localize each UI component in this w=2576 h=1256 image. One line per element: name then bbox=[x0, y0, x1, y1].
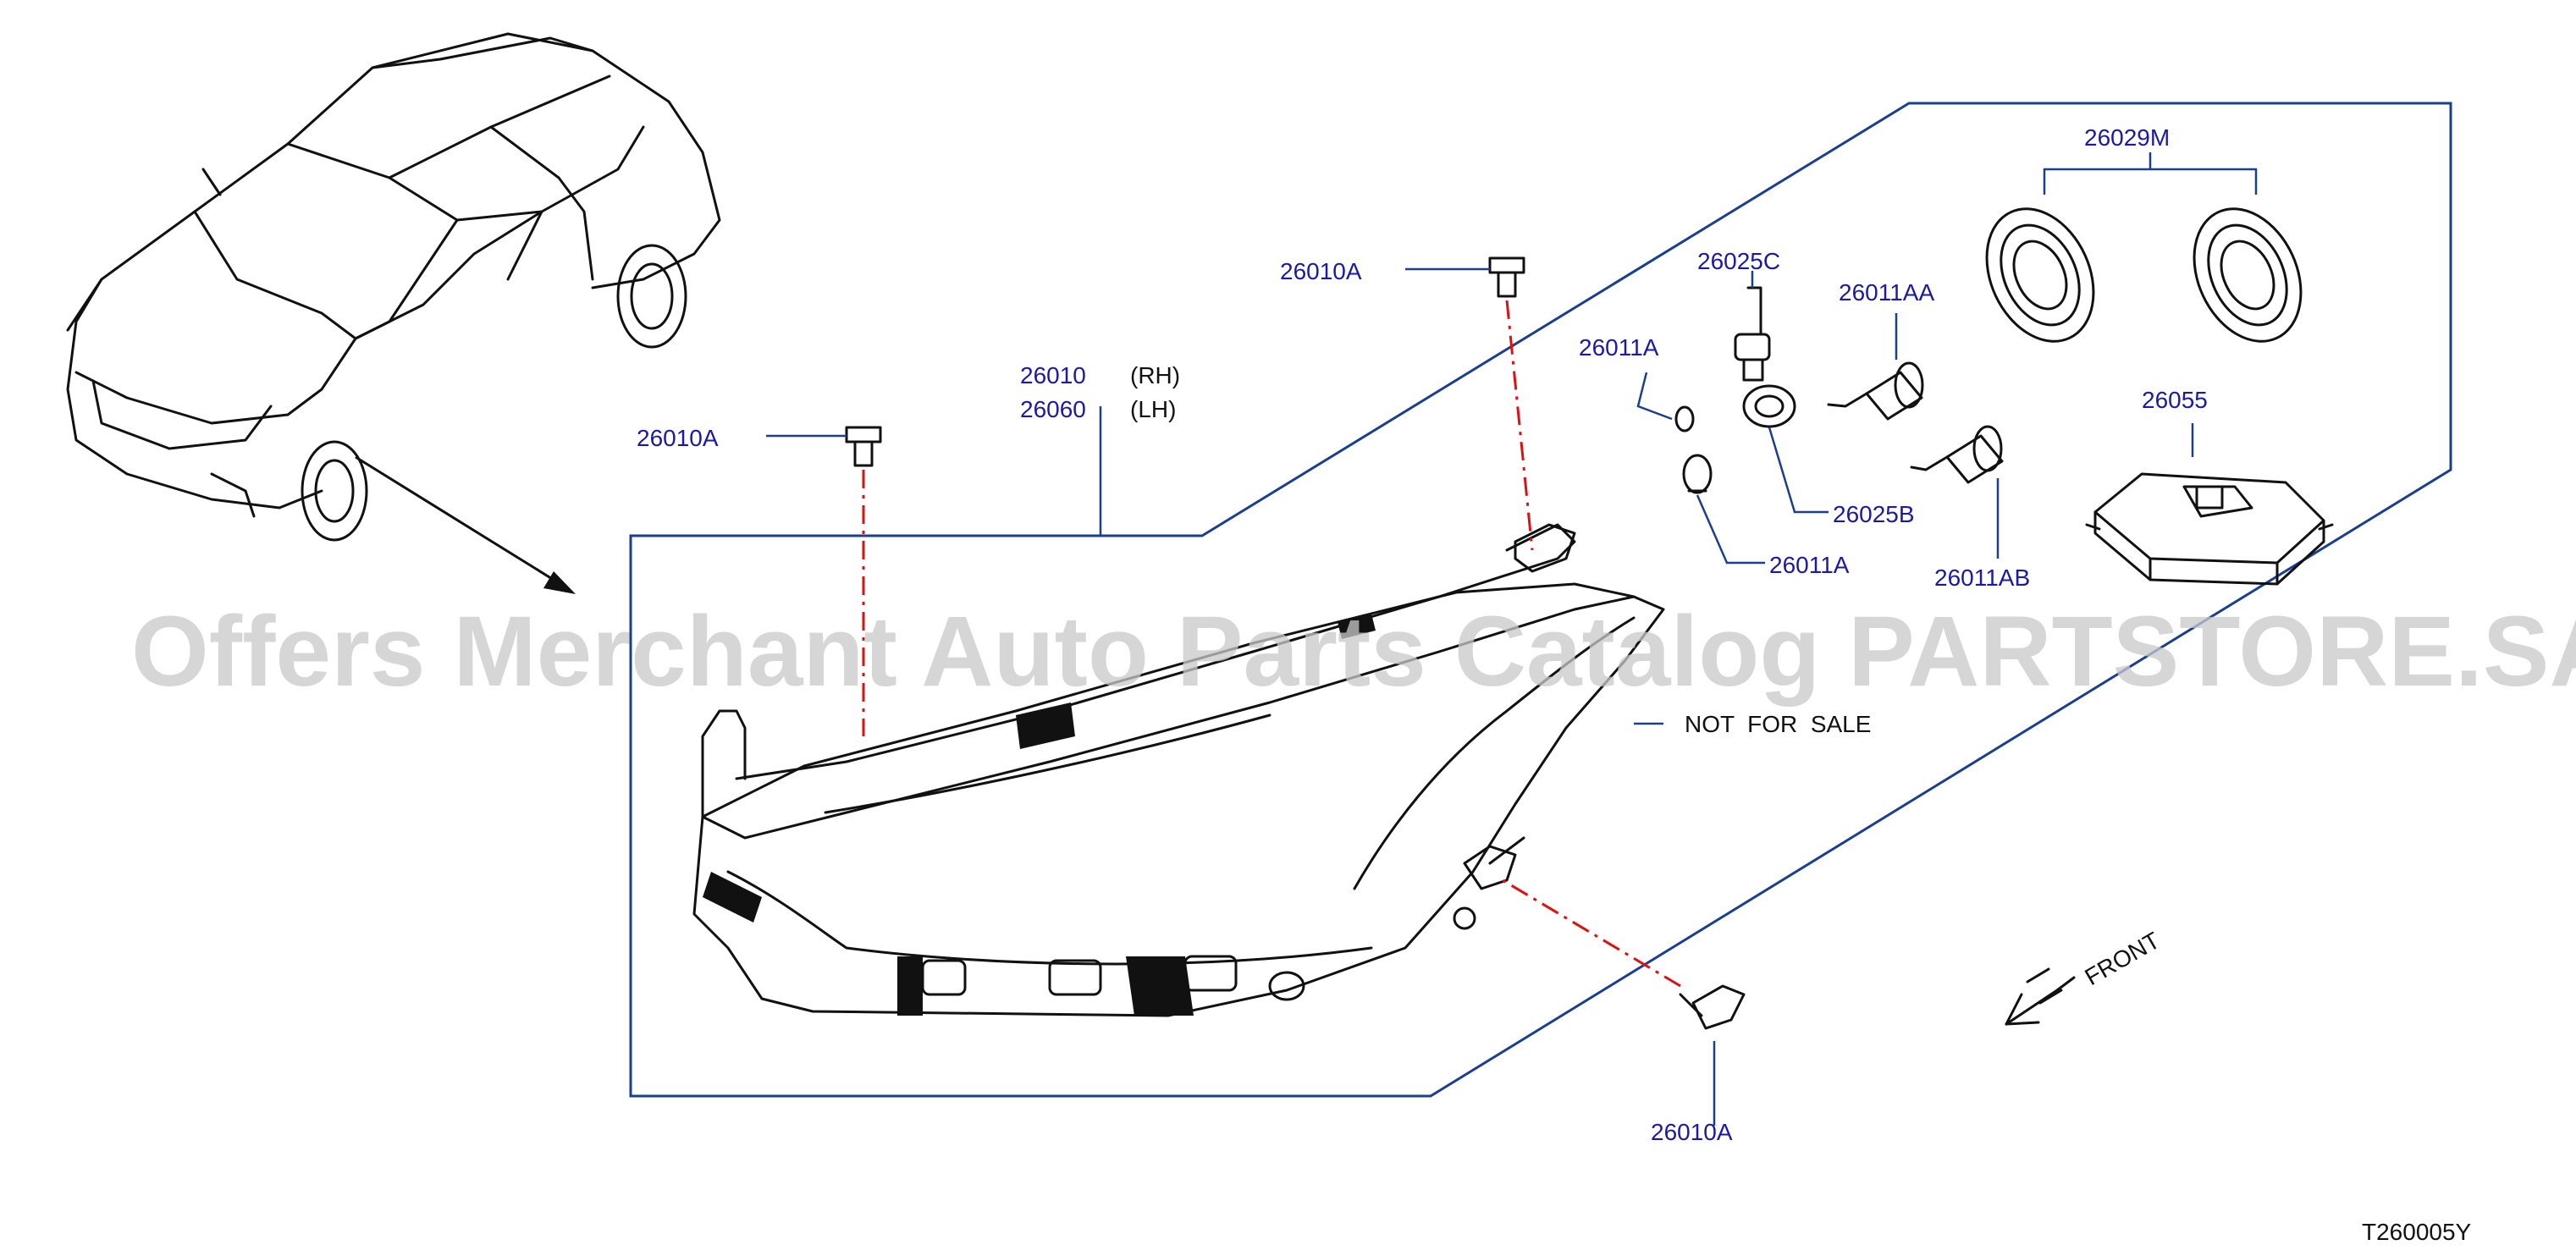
centerline-bottom bbox=[1502, 879, 1681, 988]
bulb-26011a-bottom-icon bbox=[1682, 454, 1713, 494]
vehicle-pointer-arrowhead bbox=[543, 571, 576, 594]
cap-right-icon bbox=[2193, 207, 2303, 343]
label-26010a-right: 26010A bbox=[1280, 258, 1362, 284]
screw-top-right-icon bbox=[1488, 256, 1525, 298]
label-26025b: 26025B bbox=[1833, 501, 1915, 527]
screw-bottom-icon bbox=[1679, 984, 1746, 1030]
bulb-26011aa-icon bbox=[1827, 361, 1924, 421]
vehicle-illustration bbox=[66, 32, 721, 542]
bulb-26011a-top-icon bbox=[1674, 405, 1695, 432]
centerline-top-right bbox=[1505, 300, 1534, 551]
label-26011a-bottom: 26011A bbox=[1769, 552, 1850, 578]
socket-26025c-icon bbox=[1734, 286, 1771, 382]
label-26029m: 26029M bbox=[2084, 124, 2170, 151]
bulb-26011ab-icon bbox=[1910, 425, 2004, 484]
diagram-code: T260005Y bbox=[2362, 1219, 2472, 1245]
label-26011ab: 26011AB bbox=[1934, 565, 2030, 591]
vehicle-pointer-line bbox=[355, 455, 568, 590]
label-26025c: 26025C bbox=[1697, 248, 1780, 274]
label-26011aa: 26011AA bbox=[1839, 279, 1934, 306]
watermark-text: Offers Merchant Auto Parts Catalog PARTS… bbox=[131, 596, 2576, 708]
screw-top-left-icon bbox=[845, 426, 882, 467]
front-direction-arrow-icon bbox=[2005, 967, 2076, 1026]
label-26055: 26055 bbox=[2142, 387, 2208, 413]
label-26011a-top: 26011A bbox=[1579, 334, 1659, 361]
label-rh: (RH) bbox=[1130, 362, 1180, 388]
not-for-sale-note: NOT FOR SALE bbox=[1685, 711, 1871, 737]
label-26010: 26010 bbox=[1020, 362, 1086, 388]
assembly-frame bbox=[629, 102, 2452, 1098]
front-label: FRONT bbox=[2081, 927, 2165, 990]
callout-lines bbox=[766, 152, 2258, 1126]
label-26010a-left: 26010A bbox=[637, 425, 719, 451]
label-26060: 26060 bbox=[1020, 396, 1086, 422]
label-lh: (LH) bbox=[1130, 396, 1176, 422]
socket-26025b-icon bbox=[1742, 384, 1796, 428]
cap-left-icon bbox=[1985, 207, 2095, 343]
label-26010a-bottom: 26010A bbox=[1651, 1119, 1733, 1145]
control-unit-icon bbox=[2085, 472, 2334, 586]
headlamp-assembly bbox=[692, 523, 1665, 1017]
